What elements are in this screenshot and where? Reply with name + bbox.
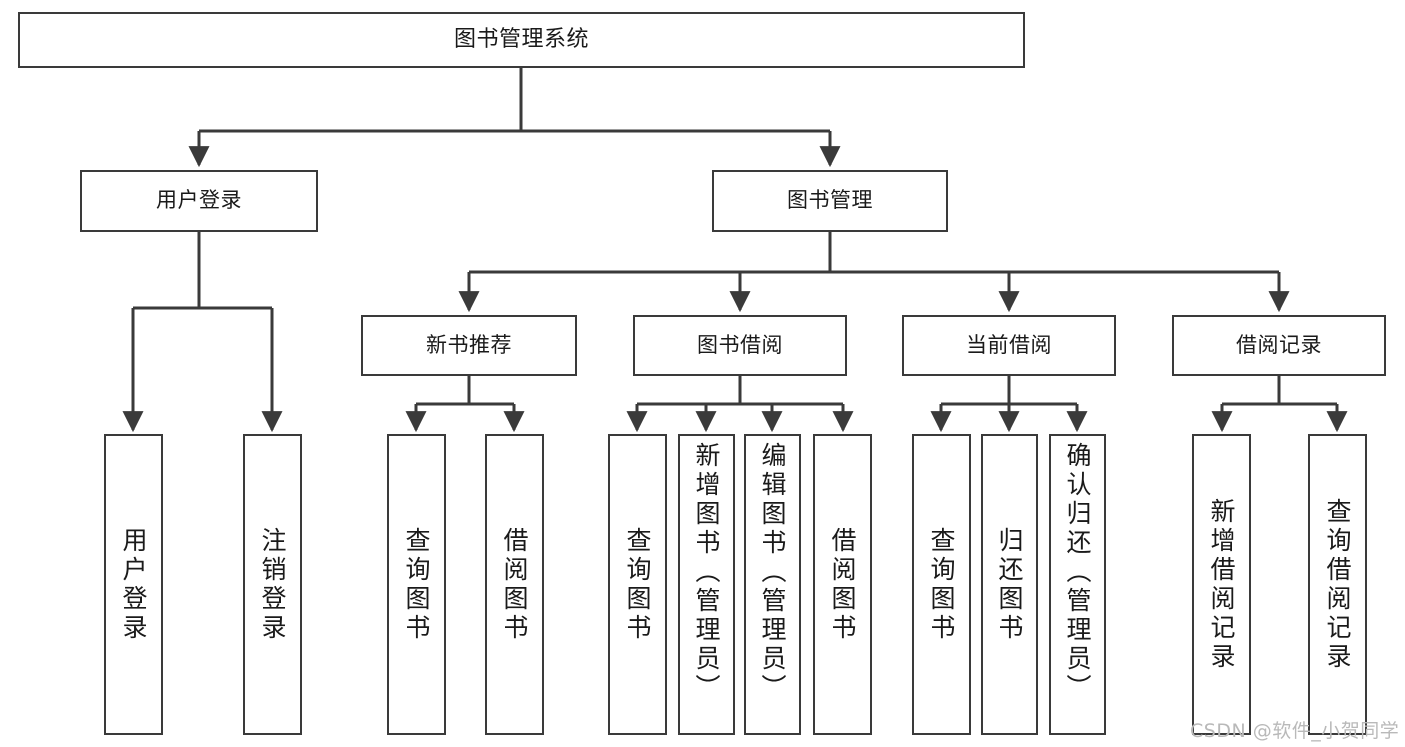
node-book-borrow[interactable]: 图书借阅 <box>633 315 847 376</box>
node-root-label: 图书管理系统 <box>453 26 589 52</box>
leaf-label: 新增图书（管理员） <box>692 442 721 703</box>
leaf-label: 查询借阅记录 <box>1323 497 1352 672</box>
leaf-label: 编辑图书（管理员） <box>758 442 787 703</box>
node-book-management-label: 图书管理 <box>787 188 873 213</box>
leaf-label: 用户登录 <box>119 526 148 643</box>
leaf-record-add-record[interactable]: 新增借阅记录 <box>1192 434 1251 735</box>
leaf-recommend-borrow-book[interactable]: 借阅图书 <box>485 434 544 735</box>
leaf-user-login-signin[interactable]: 用户登录 <box>104 434 163 735</box>
leaf-borrow-borrow-book[interactable]: 借阅图书 <box>813 434 872 735</box>
node-user-login-label: 用户登录 <box>156 188 242 213</box>
node-borrow-record-label: 借阅记录 <box>1236 332 1322 357</box>
leaf-borrow-edit-book-admin[interactable]: 编辑图书（管理员） <box>744 434 801 735</box>
leaf-label: 查询图书 <box>927 526 956 643</box>
leaf-label: 借阅图书 <box>500 526 529 643</box>
leaf-current-query-book[interactable]: 查询图书 <box>912 434 971 735</box>
node-current-borrow-label: 当前借阅 <box>966 332 1052 357</box>
leaf-user-login-signout[interactable]: 注销登录 <box>243 434 302 735</box>
node-book-borrow-label: 图书借阅 <box>697 332 783 357</box>
node-book-management[interactable]: 图书管理 <box>712 170 948 232</box>
leaf-label: 借阅图书 <box>828 526 857 643</box>
leaf-label: 查询图书 <box>402 526 431 643</box>
leaf-label: 注销登录 <box>258 526 287 643</box>
leaf-label: 新增借阅记录 <box>1207 497 1236 672</box>
csdn-watermark: CSDN @软件_小贺同学 <box>1190 720 1400 742</box>
leaf-label: 确认归还（管理员） <box>1063 442 1092 703</box>
node-user-login[interactable]: 用户登录 <box>80 170 318 232</box>
node-borrow-record[interactable]: 借阅记录 <box>1172 315 1386 376</box>
leaf-borrow-query-book[interactable]: 查询图书 <box>608 434 667 735</box>
leaf-borrow-add-book-admin[interactable]: 新增图书（管理员） <box>678 434 735 735</box>
leaf-current-confirm-return-admin[interactable]: 确认归还（管理员） <box>1049 434 1106 735</box>
leaf-recommend-query-book[interactable]: 查询图书 <box>387 434 446 735</box>
node-new-book-recommend-label: 新书推荐 <box>426 332 512 357</box>
node-root[interactable]: 图书管理系统 <box>18 12 1025 68</box>
leaf-record-query-record[interactable]: 查询借阅记录 <box>1308 434 1367 735</box>
leaf-current-return-book[interactable]: 归还图书 <box>981 434 1038 735</box>
node-new-book-recommend[interactable]: 新书推荐 <box>361 315 577 376</box>
leaf-label: 查询图书 <box>623 526 652 643</box>
leaf-label: 归还图书 <box>995 526 1024 643</box>
node-current-borrow[interactable]: 当前借阅 <box>902 315 1116 376</box>
